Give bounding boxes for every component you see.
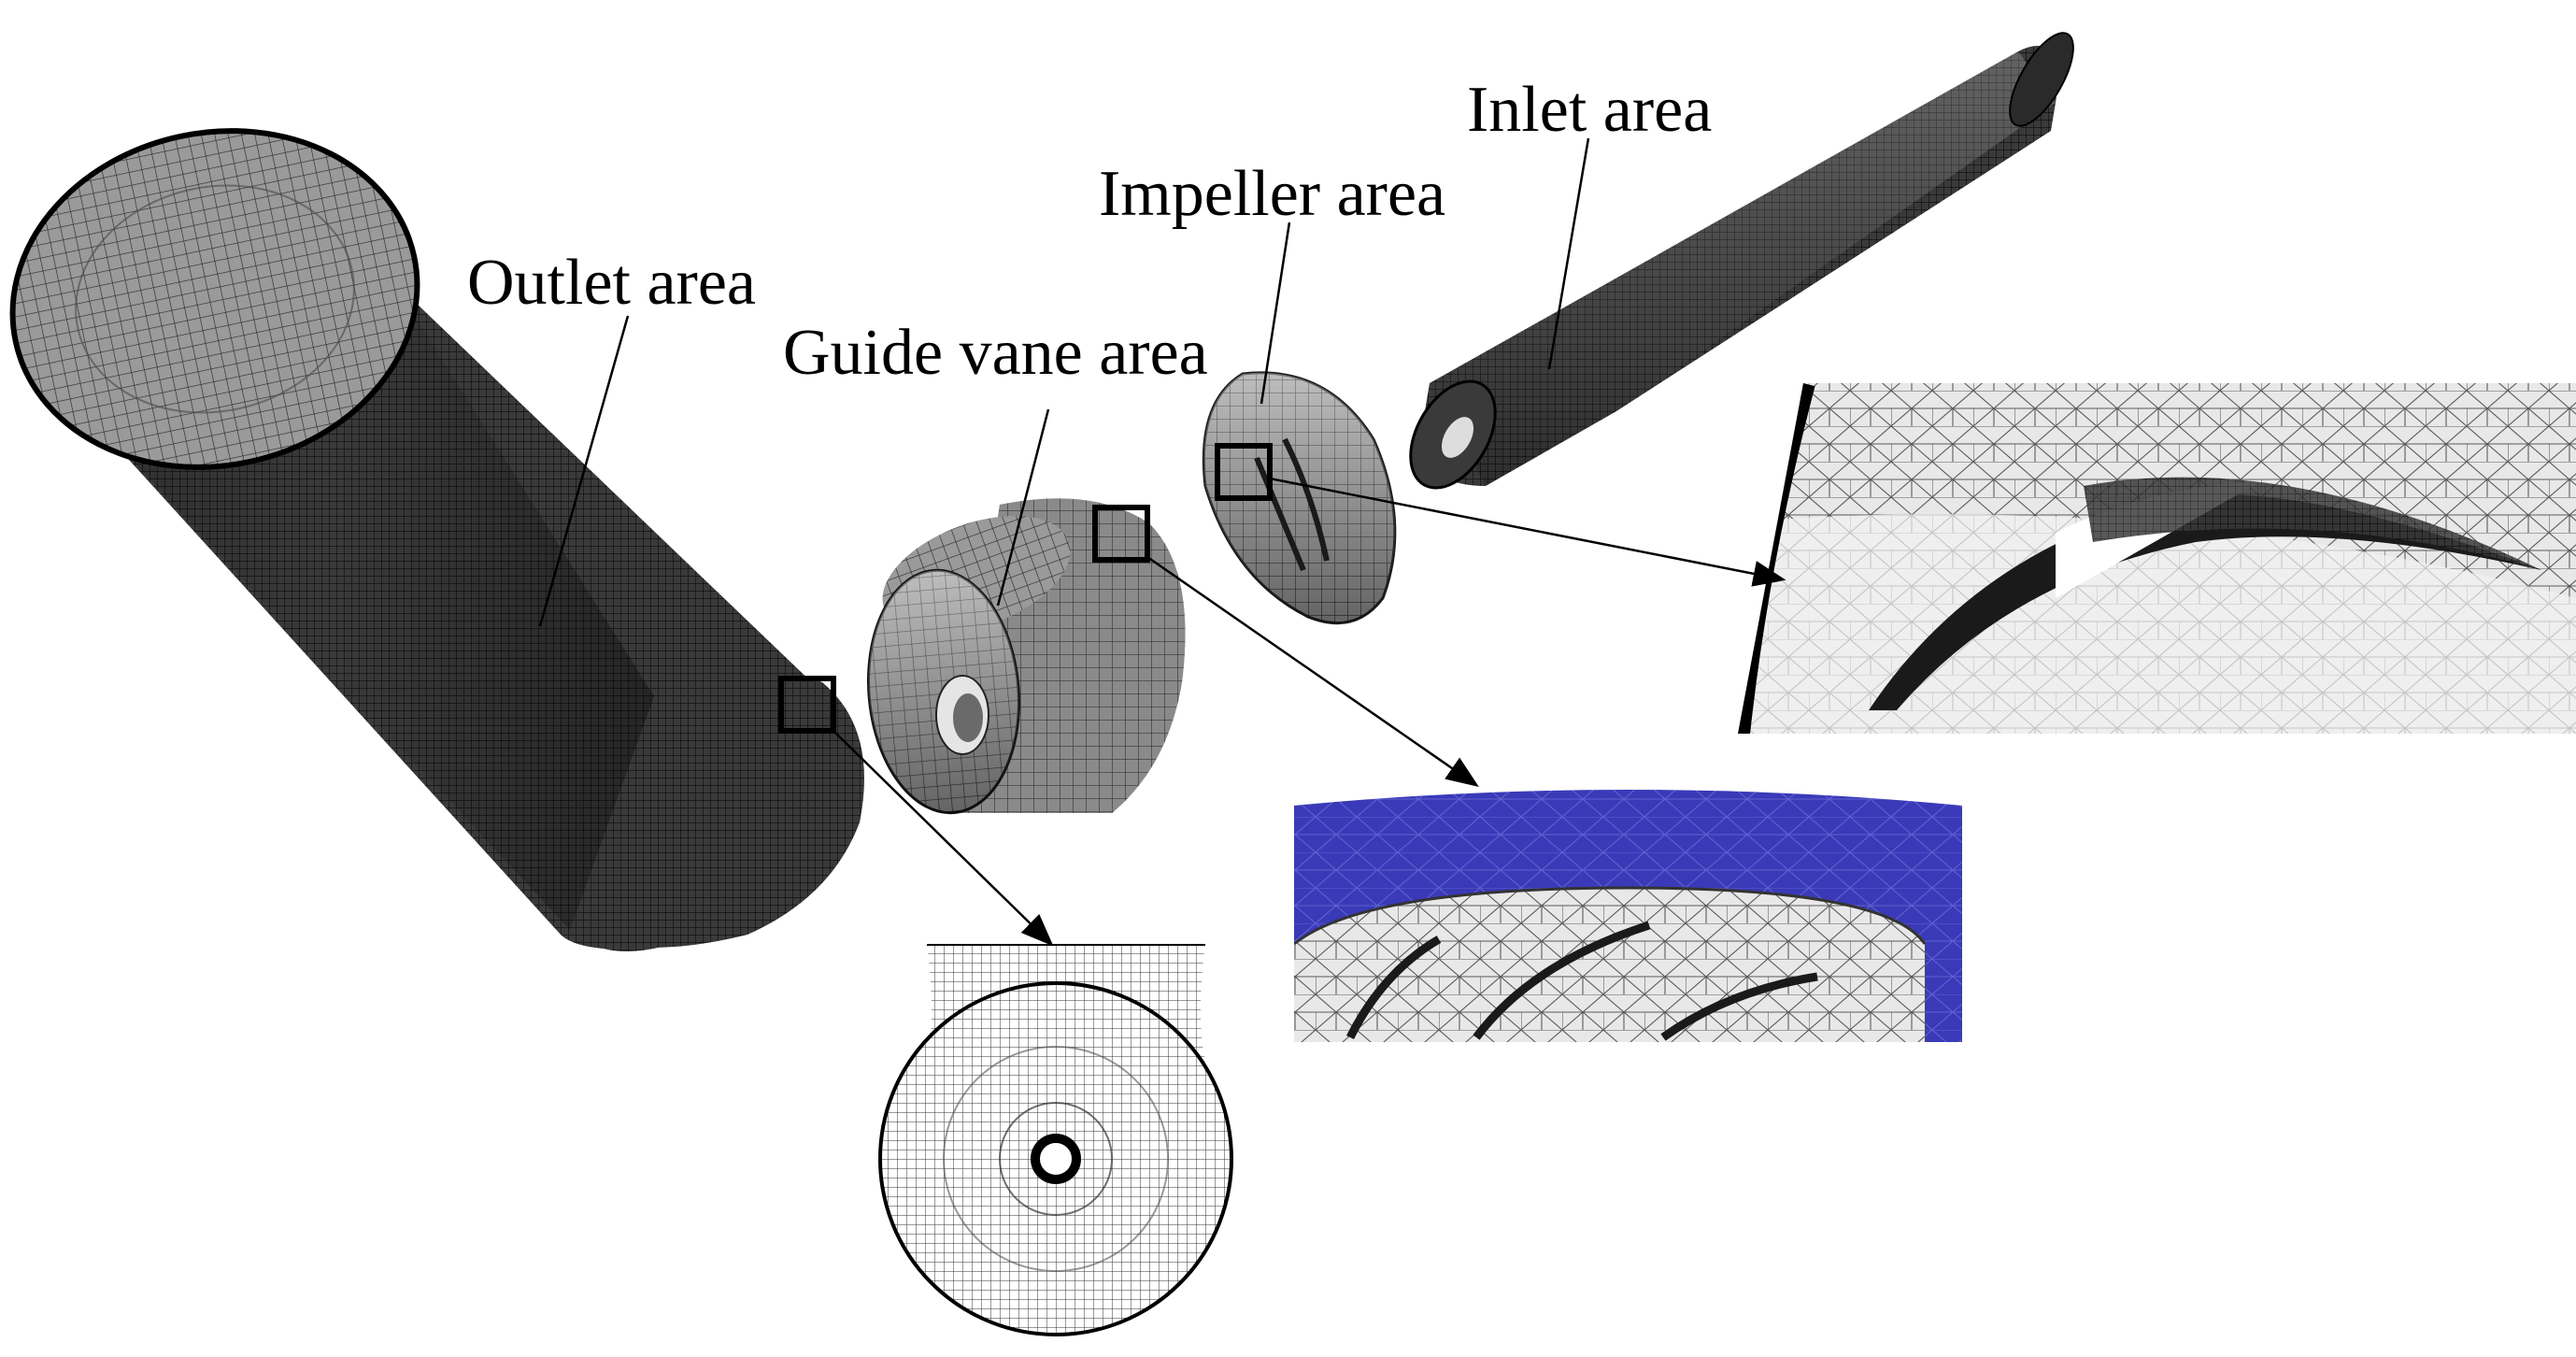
impeller-zoom-box: [1215, 443, 1273, 501]
impeller-zoom-arrow: [1269, 477, 1786, 587]
guide-vane-zoom-arrow: [1146, 555, 1479, 787]
outlet-area-label: Outlet area: [467, 247, 756, 319]
outlet-domain-mesh: [9, 128, 864, 951]
zoom-arrows: [833, 477, 1786, 947]
outlet-zoom-box: [778, 676, 836, 734]
impeller-domain-mesh: [1202, 371, 1397, 625]
guide-vane-zoom-box: [1092, 505, 1150, 563]
guide-vane-area-label: Guide vane area: [783, 317, 1208, 389]
impeller-area-label: Impeller area: [1099, 158, 1445, 230]
label-leaders: [538, 137, 1590, 627]
guide-vane-leader: [996, 408, 1050, 607]
impeller-zoom-inset: [1738, 383, 2576, 734]
inlet-leader: [1547, 137, 1590, 370]
guide-vane-zoom-inset: [1294, 790, 1962, 1042]
outlet-zoom-inset: [878, 944, 1233, 1336]
guide-vane-domain-mesh: [867, 498, 1186, 815]
impeller-leader: [1260, 221, 1291, 405]
inlet-domain-mesh: [1409, 32, 2074, 490]
inlet-area-label: Inlet area: [1467, 74, 1712, 146]
outlet-zoom-arrow: [833, 730, 1054, 947]
outlet-leader: [538, 315, 630, 627]
